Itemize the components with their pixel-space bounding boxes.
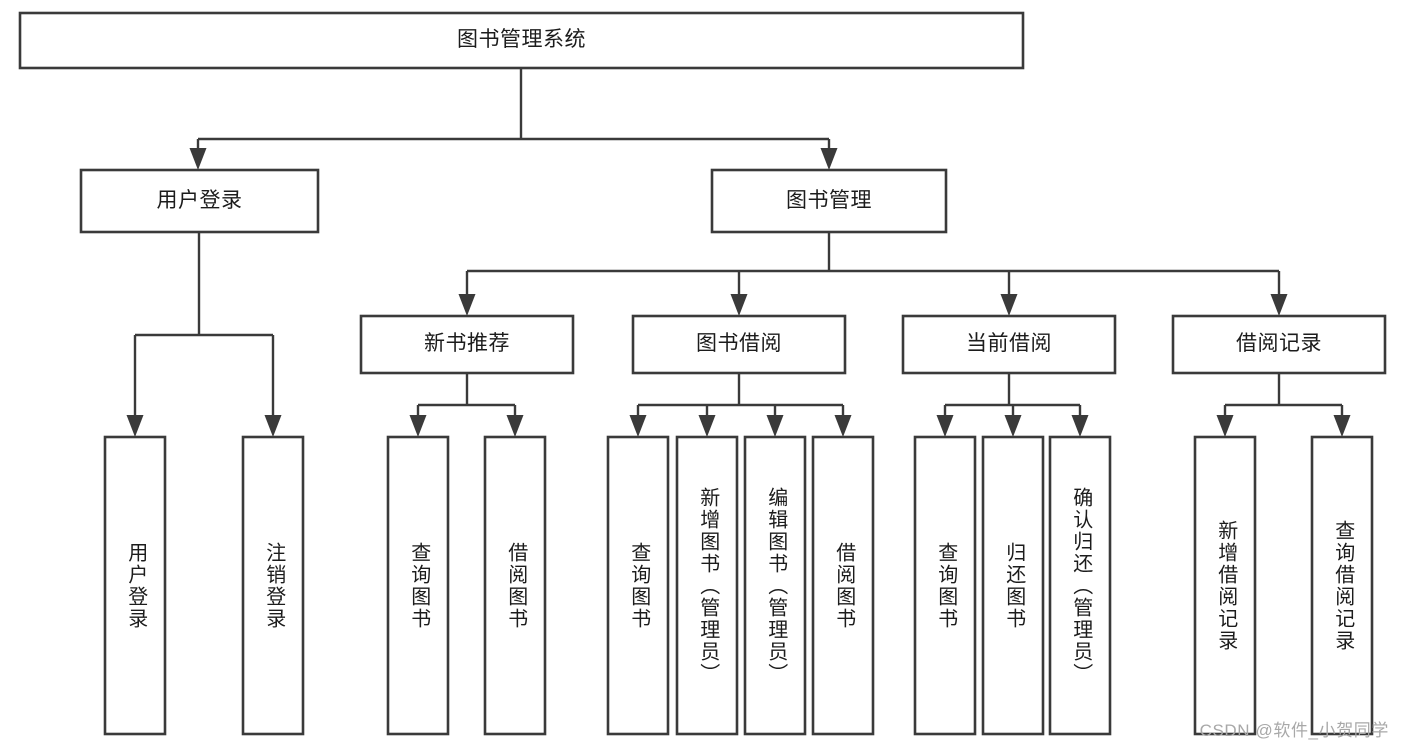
arrow-head-icon bbox=[1000, 294, 1018, 316]
node-box-leaf-confirm-return[interactable] bbox=[1048, 435, 1112, 736]
node-box-current-borrow[interactable] bbox=[901, 314, 1117, 375]
node-box-book-manage[interactable] bbox=[710, 168, 948, 234]
connector-group bbox=[458, 232, 1288, 316]
node-box-leaf-query-book-2[interactable] bbox=[606, 435, 670, 736]
arrow-head-icon bbox=[409, 415, 427, 437]
node-box-borrow-record[interactable] bbox=[1171, 314, 1387, 375]
arrow-head-icon bbox=[766, 415, 784, 437]
node-box-leaf-edit-book[interactable] bbox=[743, 435, 807, 736]
arrow-head-icon bbox=[698, 415, 716, 437]
connector-group bbox=[126, 232, 282, 437]
node-box-leaf-add-book[interactable] bbox=[675, 435, 739, 736]
arrow-head-icon bbox=[189, 148, 207, 170]
arrow-head-icon bbox=[820, 148, 838, 170]
node-box-new-book-recommend[interactable] bbox=[359, 314, 575, 375]
connector-group bbox=[936, 373, 1089, 437]
node-box-leaf-query-record[interactable] bbox=[1310, 435, 1374, 736]
arrow-head-icon bbox=[1071, 415, 1089, 437]
arrow-head-icon bbox=[936, 415, 954, 437]
arrow-head-icon bbox=[730, 294, 748, 316]
node-box-leaf-query-book-3[interactable] bbox=[913, 435, 977, 736]
connector-group bbox=[1216, 373, 1351, 437]
arrow-head-icon bbox=[1333, 415, 1351, 437]
node-box-book-borrow[interactable] bbox=[631, 314, 847, 375]
arrow-head-icon bbox=[1270, 294, 1288, 316]
node-box-leaf-logout[interactable] bbox=[241, 435, 305, 736]
node-box-leaf-query-book-1[interactable] bbox=[386, 435, 450, 736]
arrow-head-icon bbox=[1216, 415, 1234, 437]
arrow-head-icon bbox=[264, 415, 282, 437]
arrow-head-icon bbox=[458, 294, 476, 316]
connector-group bbox=[189, 68, 838, 170]
node-box-leaf-borrow-book-1[interactable] bbox=[483, 435, 547, 736]
arrow-head-icon bbox=[506, 415, 524, 437]
arrow-head-icon bbox=[126, 415, 144, 437]
connector-group bbox=[409, 373, 524, 437]
connector-group bbox=[629, 373, 852, 437]
arrow-head-icon bbox=[834, 415, 852, 437]
arrow-head-icon bbox=[629, 415, 647, 437]
node-box-leaf-add-record[interactable] bbox=[1193, 435, 1257, 736]
node-box-leaf-return-book[interactable] bbox=[981, 435, 1045, 736]
node-box-root[interactable] bbox=[18, 11, 1025, 70]
node-box-user-login[interactable] bbox=[79, 168, 320, 234]
node-box-leaf-user-login[interactable] bbox=[103, 435, 167, 736]
arrow-head-icon bbox=[1004, 415, 1022, 437]
node-box-leaf-borrow-book-2[interactable] bbox=[811, 435, 875, 736]
